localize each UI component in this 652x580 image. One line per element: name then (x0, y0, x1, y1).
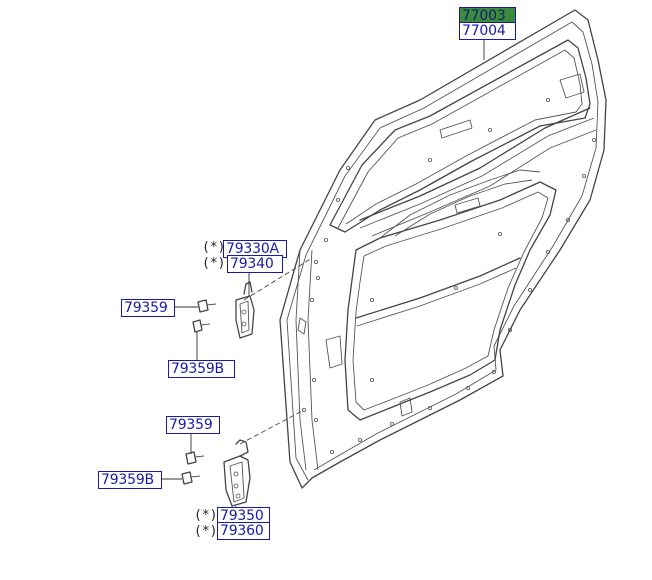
part-label-77004[interactable]: 77004 (459, 22, 516, 40)
rear-door-panel (279, 9, 607, 489)
lower-hinge (223, 439, 251, 507)
upper-hinge (235, 281, 255, 339)
optional-marker: (*) (202, 240, 226, 255)
part-label-79340[interactable]: 79340 (227, 255, 283, 273)
bolt-upper-b (192, 319, 211, 333)
bolt-lower-b (181, 471, 201, 485)
part-label-79359B-lower[interactable]: 79359B (98, 471, 162, 489)
part-label-79359-upper[interactable]: 79359 (121, 299, 175, 317)
lower-hinge-alignment-line (239, 409, 305, 445)
optional-marker: (*) (202, 256, 226, 271)
optional-marker: (*) (194, 508, 218, 523)
bolt-lower-a (185, 451, 205, 465)
part-label-79359-lower[interactable]: 79359 (166, 416, 220, 434)
part-label-79360[interactable]: 79360 (217, 522, 270, 540)
optional-marker: (*) (194, 524, 218, 539)
part-label-79359B-upper[interactable]: 79359B (168, 360, 235, 378)
upper-hinge-alignment-line (243, 257, 313, 301)
bolt-upper-a (197, 299, 217, 313)
